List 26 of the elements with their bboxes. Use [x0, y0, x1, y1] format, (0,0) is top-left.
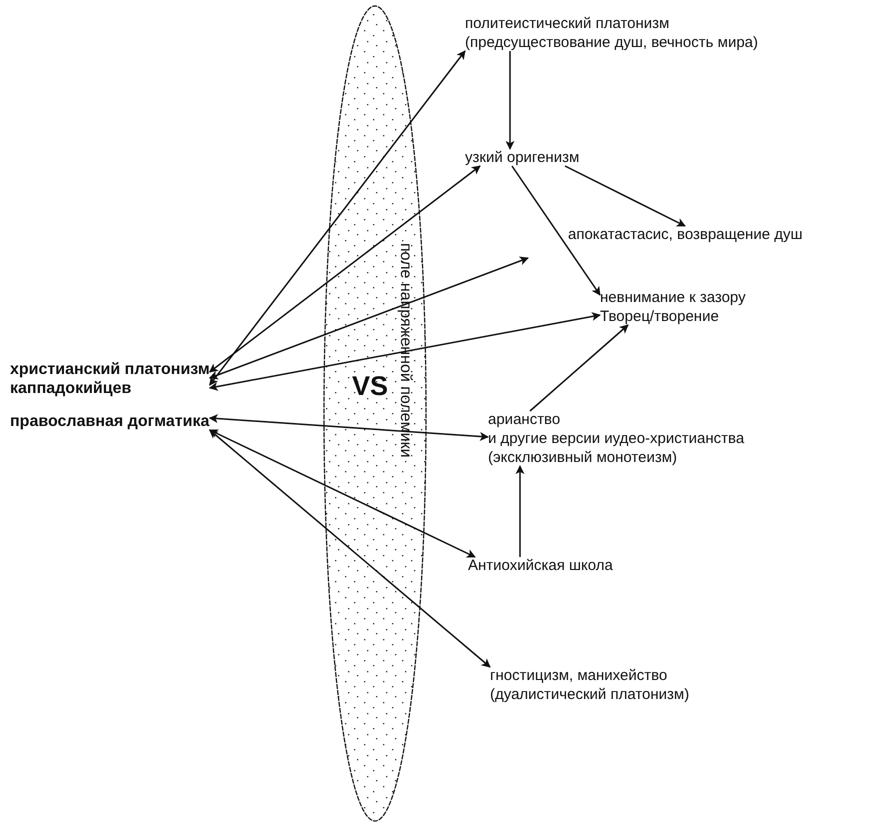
arrow [530, 324, 629, 412]
arrow [208, 414, 489, 441]
arrow [208, 165, 481, 373]
concept-text: гностицизм, манихейство [490, 666, 668, 685]
concept-text: православная догматика [10, 412, 210, 431]
arrow [506, 51, 514, 150]
concept-text: (предсуществование душ, вечность мира) [465, 33, 759, 52]
concept-text: и другие версии иудео-христианства (эксклюзивный монотеизм) [488, 429, 746, 467]
arrow [208, 429, 476, 558]
arrow [209, 50, 466, 386]
concept-text: (дуалистический платонизм) [490, 685, 690, 704]
arrow [208, 312, 601, 391]
arrow [516, 465, 524, 557]
arrow [209, 429, 491, 668]
field-label: поле напряженной полемики [396, 243, 414, 458]
concept-text: арианство [488, 410, 562, 429]
arrow [511, 166, 601, 296]
concept-text: невнимание к зазору Творец/творение [600, 288, 747, 326]
concept-text: Антиохийская школа [468, 556, 613, 575]
arrow [208, 256, 529, 380]
concept-text: политеистический платонизм [465, 14, 670, 33]
arrow [564, 165, 686, 227]
concept-text: узкий оригенизм [465, 148, 580, 167]
concept-text: апокатастасис, возвращение душ [568, 225, 802, 244]
versus-label: VS [352, 372, 388, 400]
concept-text: христианский платонизм каппадокийцев [10, 360, 211, 398]
